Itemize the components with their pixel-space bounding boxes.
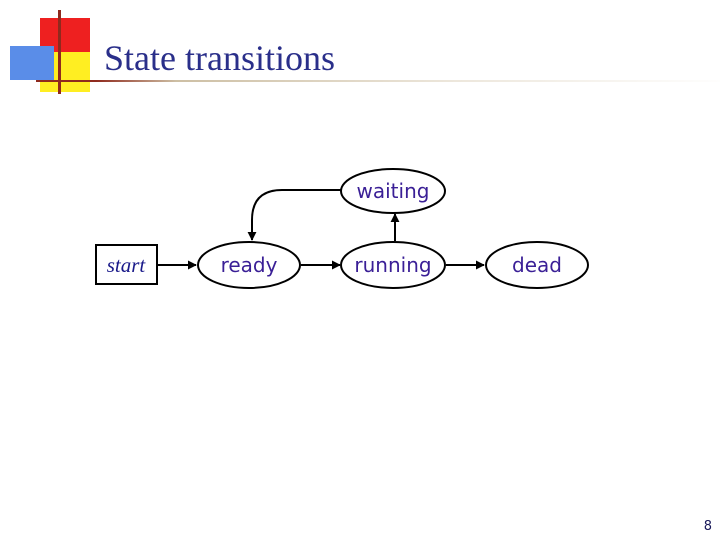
node-running-label: running <box>354 253 431 277</box>
node-dead-label: dead <box>512 253 562 277</box>
node-start: start <box>95 244 158 285</box>
node-ready-label: ready <box>221 253 278 277</box>
edge-waiting-to-ready <box>247 189 342 241</box>
page-number: 8 <box>703 519 712 534</box>
node-running: running <box>340 241 446 289</box>
title-underline <box>36 80 720 82</box>
node-waiting: waiting <box>340 168 446 214</box>
node-waiting-label: waiting <box>357 179 430 203</box>
node-start-label: start <box>107 253 147 277</box>
node-ready: ready <box>197 241 301 289</box>
corner-blue-square <box>10 46 54 80</box>
node-dead: dead <box>485 241 589 289</box>
corner-vertical-line <box>58 10 61 94</box>
slide-title: State transitions <box>104 38 335 78</box>
